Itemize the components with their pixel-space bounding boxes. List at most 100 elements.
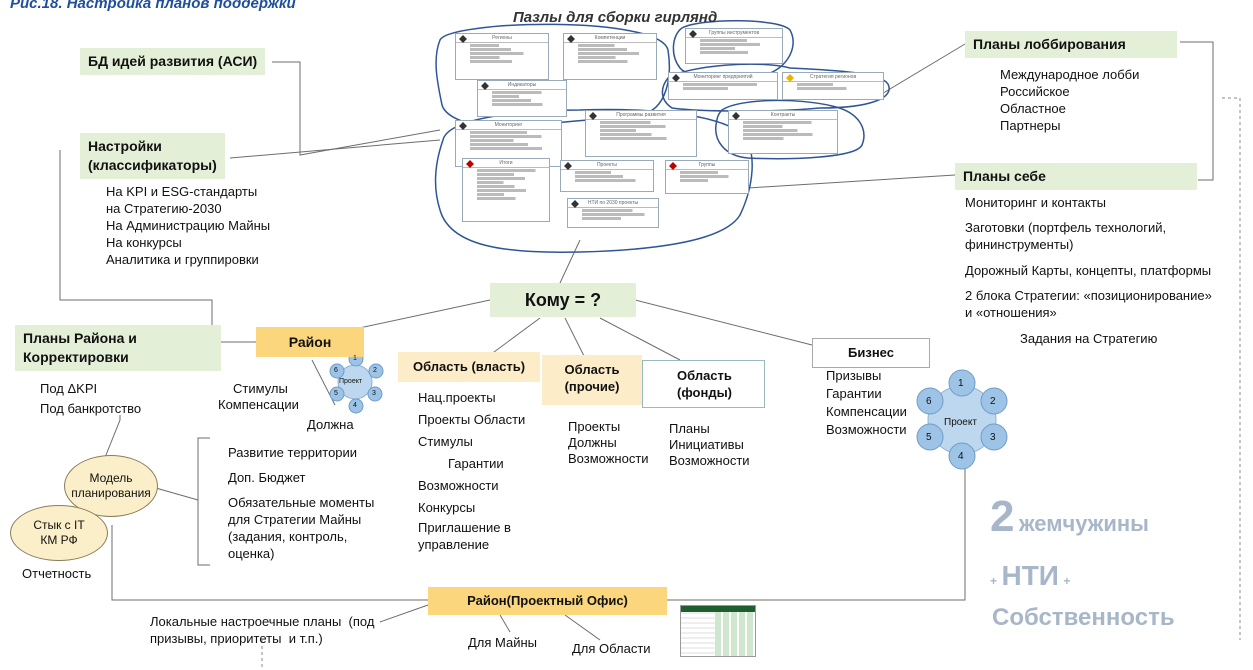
list-item: Должны: [568, 435, 617, 450]
small-project-node: 1: [353, 355, 357, 362]
list-item: Возможности: [669, 453, 750, 468]
puzzle-card-header: Программы развития: [586, 111, 696, 120]
puzzle-card: Мониторинг предприятий: [668, 72, 778, 100]
business-box: Бизнес: [812, 338, 930, 368]
oblast-prochie-box: Область (прочие): [542, 355, 642, 405]
small-project-node: 4: [353, 402, 357, 409]
puzzle-card-header: Мониторинг предприятий: [669, 73, 777, 82]
figure-caption: Рис.18. Настройка планов поддержки: [10, 0, 296, 12]
big-project-node: 1: [958, 378, 964, 389]
spreadsheet-thumbnail: [680, 605, 756, 657]
list-item: (задания, контроль,: [228, 529, 348, 544]
list-item: Возможности: [826, 422, 907, 437]
puzzle-card: НТИ по 2030 проекты: [567, 198, 659, 228]
settings-item: На KPI и ESG-стандарты: [106, 184, 258, 199]
puzzle-card-header: Регионы: [456, 34, 548, 43]
puzzle-card-header: Индикаторы: [478, 81, 566, 90]
list-item: Доп. Бюджет: [228, 470, 306, 485]
settings-item: на Стратегию-2030: [106, 201, 222, 216]
pearls-word: жемчужины: [1018, 511, 1149, 536]
list-item: Приглашение в: [418, 520, 511, 535]
list-item: Проекты: [568, 419, 621, 434]
for-mayna-label: Для Майны: [468, 635, 538, 650]
puzzle-card: Стратегия регионов: [782, 72, 884, 100]
puzzle-card: Группы инструментов: [685, 28, 783, 64]
puzzle-card-header: Проекты: [561, 161, 653, 170]
oblast-vlast-box: Область (власть): [398, 352, 540, 382]
big-project-center: Проект: [944, 417, 977, 428]
puzzle-card-header: НТИ по 2030 проекты: [568, 199, 658, 208]
district-plans-box: Планы Района и Корректировки: [15, 325, 221, 371]
self-plans-box: Планы себе: [955, 163, 1197, 190]
pearls-block: 2 жемчужины: [990, 492, 1149, 542]
puzzle-card: Итоги: [462, 158, 550, 222]
lobby-item: Областное: [1000, 101, 1066, 116]
puzzle-card: Программы развития: [585, 110, 697, 157]
big-project-node: 5: [926, 432, 932, 443]
big-project-node: 3: [990, 432, 996, 443]
puzzle-card-header: Контракты: [729, 111, 837, 120]
settings-item: Аналитика и группировки: [106, 252, 259, 267]
self-plans-item: Мониторинг и контакты: [965, 195, 1106, 210]
small-project-cluster: [329, 351, 384, 414]
big-project-cluster: [916, 369, 1008, 470]
for-oblast-label: Для Области: [572, 641, 651, 656]
self-plans-item: 2 блока Стратегии: «позиционирование»: [965, 288, 1212, 303]
list-item: Возможности: [418, 478, 499, 493]
list-item: Компенсации: [826, 404, 907, 419]
lobby-box: Планы лоббирования: [965, 31, 1177, 58]
list-item: Гарантии: [826, 386, 882, 401]
rayon-item: Стимулы: [233, 381, 288, 396]
puzzle-card-header: Стратегия регионов: [783, 73, 883, 82]
puzzle-card-header: Компетенции: [564, 34, 656, 43]
pearls-number: 2: [990, 492, 1015, 541]
rayon-item: Должна: [307, 417, 354, 432]
project-office-box: Район(Проектный Офис): [428, 587, 667, 615]
puzzle-card: Индикаторы: [477, 80, 567, 117]
whom-box: Кому = ?: [490, 283, 636, 317]
self-plans-item: Дорожный Карты, концепты, платформы: [965, 263, 1212, 278]
lobby-item: Партнеры: [1000, 118, 1061, 133]
db-ideas-box: БД идей развития (АСИ): [80, 48, 266, 75]
lobby-item: Международное лобби: [1000, 67, 1140, 82]
small-project-node: 6: [334, 367, 338, 374]
puzzle-card: Проекты: [560, 160, 654, 192]
small-project-node: 5: [334, 390, 338, 397]
puzzle-card-header: Мониторинг: [456, 121, 561, 130]
ownership-label: Собственность: [992, 604, 1175, 631]
puzzle-card-header: Итоги: [463, 159, 549, 168]
self-plans-item: Задания на Стратегию: [1020, 331, 1158, 346]
puzzle-card: Группы: [665, 160, 749, 194]
settings-box: Настройки (классификаторы): [80, 133, 225, 179]
reporting-label: Отчетность: [22, 566, 92, 581]
big-project-node: 4: [958, 451, 964, 462]
small-project-node: 2: [373, 367, 377, 374]
settings-item: На Администрацию Майны: [106, 218, 271, 233]
list-item: Стимулы: [418, 434, 473, 449]
puzzle-card: Компетенции: [563, 33, 657, 80]
district-plans-item: Под банкротство: [40, 401, 142, 416]
list-item: Развитие территории: [228, 445, 358, 460]
rayon-item: Компенсации: [218, 397, 299, 412]
puzzle-card: Контракты: [728, 110, 838, 154]
settings-list: На KPI и ESG-стандарты на Стратегию-2030…: [106, 183, 270, 268]
list-item: управление: [418, 537, 490, 552]
settings-item: На конкурсы: [106, 235, 182, 250]
list-item: Призывы: [826, 368, 882, 383]
list-item: Гарантии: [448, 456, 504, 471]
small-project-node: 3: [372, 390, 376, 397]
oblast-fondy-box: Область (фонды): [642, 360, 765, 408]
nti-label: НТИ: [1001, 560, 1059, 591]
district-plans-item: Под ΔKPI: [40, 381, 98, 396]
list-item: Конкурсы: [418, 500, 476, 515]
list-item: для Стратегии Майны: [228, 512, 362, 527]
puzzle-card-header: Группы: [666, 161, 748, 170]
list-item: Планы: [669, 421, 710, 436]
